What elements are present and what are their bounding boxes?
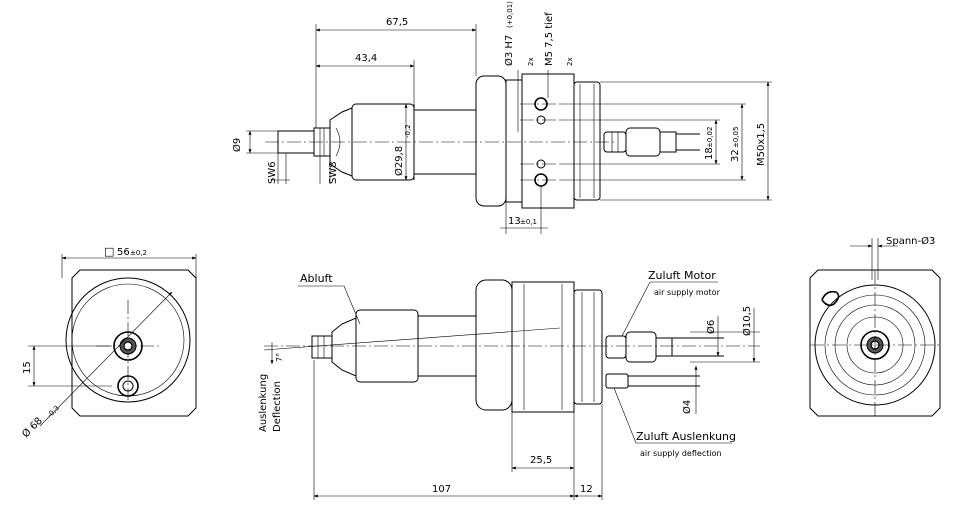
dim-body-dia-tol: -0,2 [404,124,412,138]
dim-bore-tol: (+0,01) [506,1,514,28]
dim-spacing-32-tol: ±0,05 [732,127,740,148]
dim-dia-4: Ø4 [681,400,693,414]
dim-flange-13-tol: ±0,1 [520,218,537,226]
top-view: 67,5 43,4 Ø9 SW6 SW8 Ø29,8 -0,2 Ø3 H7 (+… [231,1,772,234]
label-auslenkung: Auslenkung [258,374,269,432]
dim-square-56: 56 [117,247,130,258]
dim-spacing-18: 18 [704,147,715,160]
label-abluft: Abluft [300,272,333,285]
dim-sw6: SW6 [267,161,278,184]
dim-flange-13: 13 [508,216,521,227]
label-air-supply-deflection: air supply deflection [640,449,722,458]
dim-len-12: 12 [580,484,593,495]
dim-dia-10-5: Ø10,5 [741,306,753,336]
dim-dia-68: Ø 68 [20,415,45,440]
count-2x-b: 2x [566,57,574,66]
dim-len-25-5: 25,5 [530,455,552,466]
dim-len-107: 107 [432,484,451,495]
dim-body-dia: Ø29,8 [393,146,405,176]
dim-deflection-angle: 7° [275,353,284,362]
label-deflection: Deflection [272,381,283,432]
dim-thread-m50: M50x1,5 [756,123,767,166]
left-view: □ 56 ±0,2 15 Ø 68 -0,3 [20,245,197,440]
dim-dia-68-tol: -0,3 [46,404,61,419]
dim-thread-m5: M5 7,5 tief [544,12,555,66]
label-air-supply-motor: air supply motor [654,288,721,297]
symbol-square: □ [104,245,114,258]
dim-bore: Ø3 H7 [503,35,515,66]
label-zuluft-auslenkung: Zuluft Auslenkung [636,430,736,443]
dim-43-4: 43,4 [355,53,377,64]
dim-67-5: 67,5 [386,17,408,28]
dim-spacing-18-tol: ±0,02 [706,127,714,148]
right-view: Spann-Ø3 [809,235,941,417]
dim-spacing-32: 32 [730,149,741,162]
front-view: Abluft Zuluft Motor air supply motor Zul… [258,269,760,500]
dim-pin-dia: Ø9 [231,138,243,152]
dim-offset-15: 15 [22,361,33,374]
count-2x-a: 2x [527,57,535,66]
dim-dia-6: Ø6 [705,320,717,334]
dim-square-56-tol: ±0,2 [130,249,147,257]
label-zuluft-motor: Zuluft Motor [648,269,716,282]
dim-sw8: SW8 [328,161,339,184]
dim-spann: Spann-Ø3 [886,235,935,247]
